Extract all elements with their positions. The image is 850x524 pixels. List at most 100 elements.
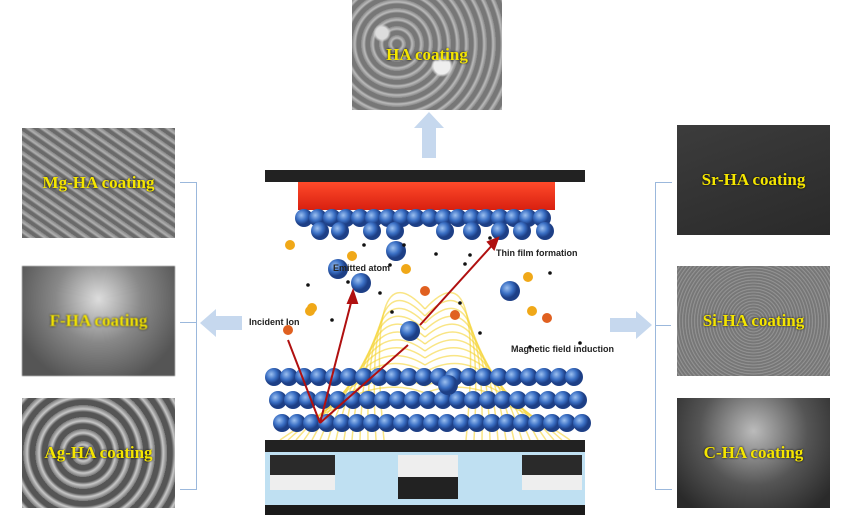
thin-film-label: Thin film formation: [496, 248, 578, 258]
substrate-atom: [479, 391, 497, 409]
substrate-atom: [494, 391, 512, 409]
panel-ha: HA coating: [352, 0, 502, 110]
ion-trajectories: [287, 236, 500, 424]
incident-ion: [283, 325, 293, 335]
substrate-atom: [464, 391, 482, 409]
substrate-atom: [468, 414, 486, 432]
arrow-right-icon: [610, 311, 652, 339]
electron: [390, 310, 394, 314]
right-bracket: [655, 182, 672, 490]
target-atom: [449, 209, 467, 227]
substrate-atom: [438, 414, 456, 432]
panel-si-ha: Si-HA coating: [677, 266, 830, 376]
sputtered-atom: [500, 281, 520, 301]
substrate-atom: [273, 414, 291, 432]
panel-label: F-HA coating: [49, 311, 148, 330]
substrate-atom: [528, 414, 546, 432]
target-atom: [513, 222, 531, 240]
substrate-atom: [370, 368, 388, 386]
magnetic-field-line: [327, 347, 426, 441]
substrate-atom: [280, 368, 298, 386]
substrate-atom: [558, 414, 576, 432]
substrate-atom: [404, 391, 422, 409]
target-atom: [331, 222, 349, 240]
target-atom: [463, 222, 481, 240]
electron: [468, 253, 472, 257]
substrate-atom: [415, 368, 433, 386]
substrate-atom: [569, 391, 587, 409]
substrate-atom: [329, 391, 347, 409]
substrate-atom: [434, 391, 452, 409]
electron: [528, 345, 532, 349]
substrate-atom: [554, 391, 572, 409]
substrate-atom: [359, 391, 377, 409]
panel-label: Sr-HA coating: [701, 170, 806, 189]
substrate-atom: [303, 414, 321, 432]
substrate-atom: [453, 414, 471, 432]
electron: [463, 262, 467, 266]
left-bracket-tick: [180, 322, 196, 323]
electron: [488, 236, 492, 240]
substrate-atom: [385, 368, 403, 386]
sputtering-chamber: [265, 170, 591, 515]
substrate-atom: [460, 368, 478, 386]
target-atom: [436, 222, 454, 240]
incident-ion: [542, 313, 552, 323]
left-bracket: [180, 182, 197, 490]
panel-label: Si-HA coating: [702, 311, 805, 330]
substrate-atom: [535, 368, 553, 386]
substrate-atom: [310, 368, 328, 386]
right-bracket-tick: [655, 325, 671, 326]
electron: [434, 252, 438, 256]
substrate-atom: [288, 414, 306, 432]
substrate-atom: [483, 414, 501, 432]
panel-ag-ha: Ag-HA coating: [22, 398, 175, 508]
sputtered-atom: [386, 241, 406, 261]
panel-f-ha: F-HA coating: [22, 266, 175, 376]
target-atom: [435, 209, 453, 227]
target-atom: [295, 209, 313, 227]
target-atom: [536, 222, 554, 240]
substrate-atom: [490, 368, 508, 386]
substrate-atom: [419, 391, 437, 409]
substrate-atom: [423, 414, 441, 432]
ion: [401, 264, 411, 274]
electron: [346, 280, 350, 284]
arrow-left-icon: [200, 309, 242, 337]
electron: [458, 301, 462, 305]
substrate-atom: [389, 391, 407, 409]
sputtered-atom: [438, 375, 458, 395]
ion: [347, 251, 357, 261]
target-holder: [265, 170, 585, 182]
target-atom: [351, 209, 369, 227]
substrate-atom: [325, 368, 343, 386]
substrate-atom: [374, 391, 392, 409]
target-atom: [491, 222, 509, 240]
panel-sr-ha: Sr-HA coating: [677, 125, 830, 235]
electron: [306, 283, 310, 287]
panel-c-ha: C-HA coating: [677, 398, 830, 508]
electron: [362, 243, 366, 247]
substrate-atom: [378, 414, 396, 432]
substrate-atom: [355, 368, 373, 386]
substrate-atom: [550, 368, 568, 386]
target-atom: [363, 222, 381, 240]
electron: [478, 331, 482, 335]
electron: [578, 341, 582, 345]
substrate-atom: [513, 414, 531, 432]
substrate-atom: [565, 368, 583, 386]
electron: [330, 318, 334, 322]
magnetic-field-line: [424, 347, 523, 441]
substrate-atom: [509, 391, 527, 409]
panel-label: HA coating: [386, 45, 468, 64]
substrate-atom: [284, 391, 302, 409]
substrate-atom: [318, 414, 336, 432]
emitted-atom-label: Emitted atom: [333, 263, 391, 273]
substrate-atom: [344, 391, 362, 409]
electron: [548, 271, 552, 275]
sputtered-atom: [351, 273, 371, 293]
target-atom: [463, 209, 481, 227]
substrate-atom: [475, 368, 493, 386]
target-atom: [311, 222, 329, 240]
